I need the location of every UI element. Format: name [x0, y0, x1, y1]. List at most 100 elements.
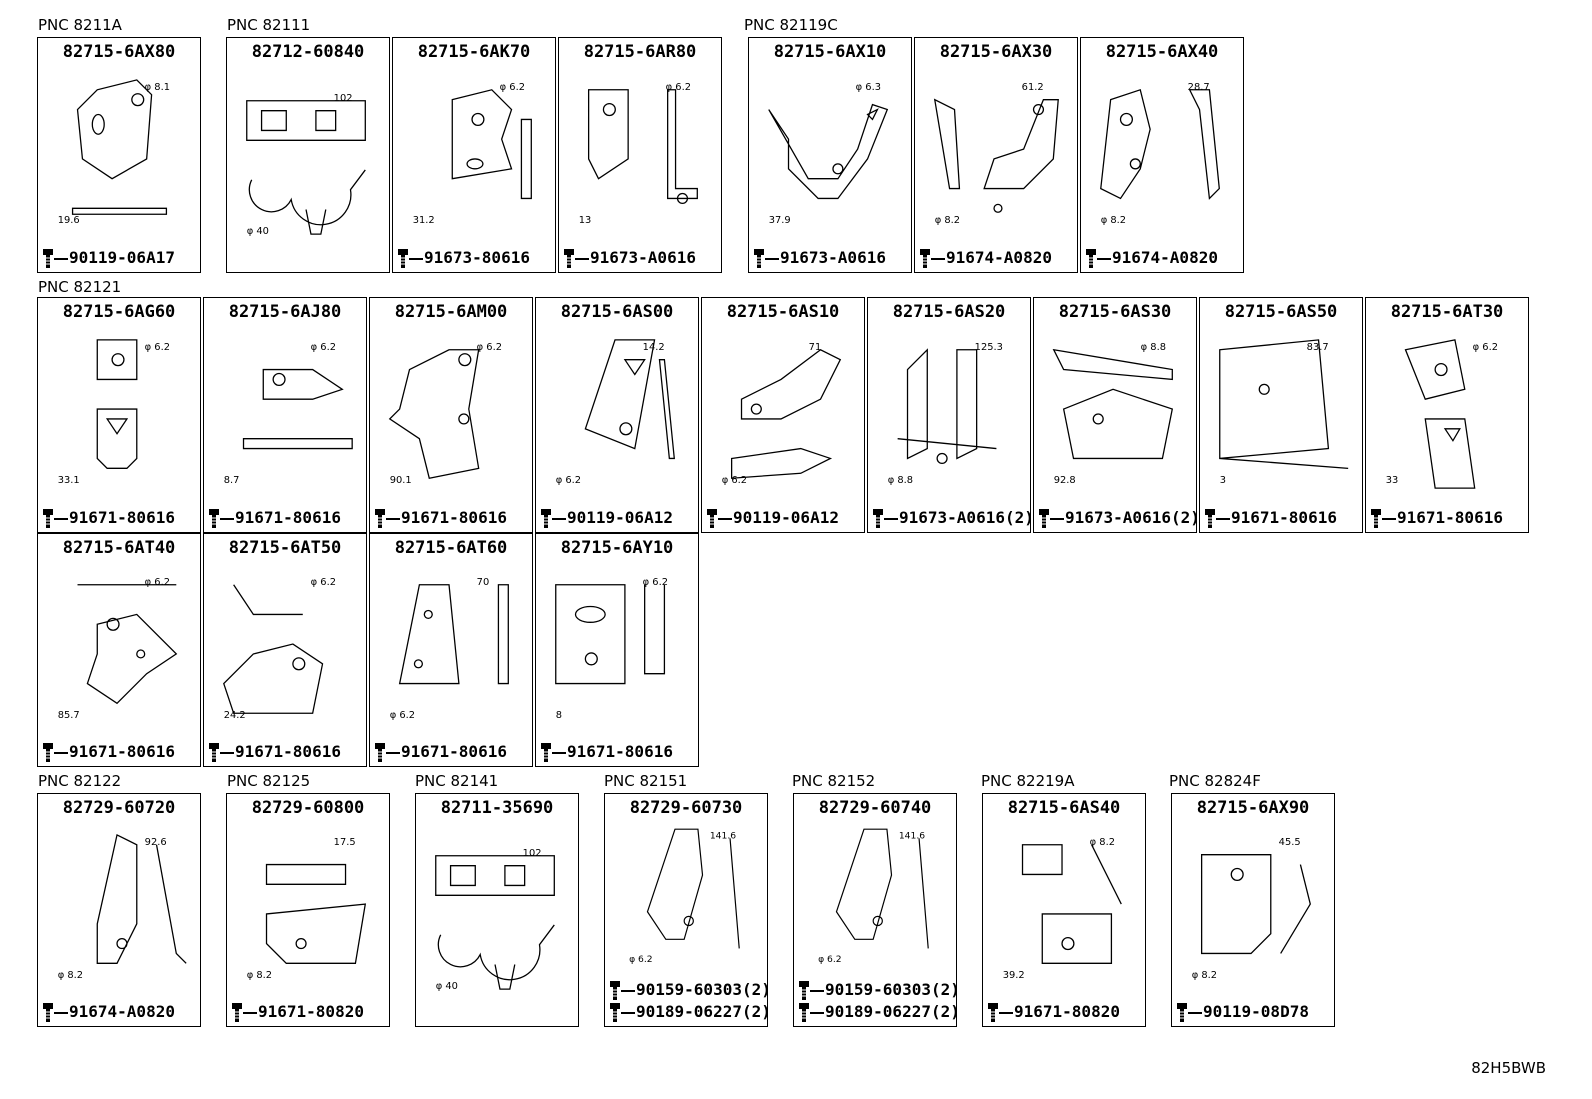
part-number[interactable]: 82715-6AS20	[892, 302, 1006, 322]
fastener-row[interactable]: 91673-A0616	[563, 247, 719, 269]
fastener-row[interactable]: 90119-08D78	[1176, 1001, 1332, 1023]
fastener-row[interactable]: 91674-A0820	[42, 1001, 198, 1023]
fastener-part-number[interactable]: 90159-60303(2)	[810, 980, 956, 1000]
fastener-part-number[interactable]: 91673-A0616(2)	[884, 508, 1030, 528]
part-number[interactable]: 82715-6AS50	[1224, 302, 1338, 322]
part-number[interactable]: 82712-60840	[251, 42, 365, 62]
part-number[interactable]: 82715-6AT30	[1390, 302, 1504, 322]
fastener-row[interactable]: 90189-06227(2)	[798, 1001, 956, 1023]
fastener-row[interactable]: 91671-80616	[374, 741, 530, 763]
fastener-row[interactable]: 91673-A0616(2)	[872, 507, 1030, 529]
fastener-part-number[interactable]: 91671-80616	[1382, 508, 1503, 528]
fastener-row[interactable]: 91671-80616	[374, 507, 530, 529]
fastener-part-number[interactable]: 91674-A0820	[931, 248, 1052, 268]
fastener-part-number[interactable]: 91671-80616	[54, 742, 175, 762]
part-number[interactable]: 82715-6AM00	[394, 302, 508, 322]
fastener-row[interactable]: 90119-06A17	[42, 247, 198, 269]
part-number[interactable]: 82729-60740	[818, 798, 932, 818]
fastener-row[interactable]: 90119-06A12	[706, 507, 862, 529]
fastener-part-number[interactable]: 91673-80616	[409, 248, 530, 268]
fastener-part-number[interactable]: 91671-80616	[386, 508, 507, 528]
fastener-row[interactable]: 91674-A0820	[1085, 247, 1241, 269]
part-number[interactable]: 82715-6AY10	[560, 538, 674, 558]
fastener-part-number[interactable]: 91674-A0820	[54, 1002, 175, 1022]
part-number[interactable]: 82715-6AX10	[773, 42, 887, 62]
part-number[interactable]: 82729-60800	[251, 798, 365, 818]
fastener-part-number[interactable]: 91671-80616	[386, 742, 507, 762]
fastener-part-number[interactable]: 90189-06227(2)	[810, 1002, 956, 1022]
part-number[interactable]: 82715-6AJ80	[228, 302, 342, 322]
fastener-part-number[interactable]: 90119-06A17	[54, 248, 175, 268]
fastener-part-number[interactable]: 91671-80820	[243, 1002, 364, 1022]
fastener-row[interactable]: 91671-80616	[1204, 507, 1360, 529]
fastener-part-number[interactable]: 90119-08D78	[1188, 1002, 1309, 1022]
fastener-part-number[interactable]: 90119-06A12	[552, 508, 673, 528]
fastener-row[interactable]: 91673-A0616(2)	[1038, 507, 1196, 529]
part-number[interactable]: 82715-6AS40	[1007, 798, 1121, 818]
part-number[interactable]: 82715-6AS30	[1058, 302, 1172, 322]
fastener-row[interactable]: 90159-60303(2)	[609, 979, 767, 1001]
fastener-row[interactable]: 91671-80616	[540, 741, 696, 763]
fastener-part-number[interactable]: 91673-A0616(2)	[1050, 508, 1196, 528]
fastener-part-number[interactable]: 91671-80820	[999, 1002, 1120, 1022]
part-number[interactable]: 82715-6AT50	[228, 538, 342, 558]
fastener-row[interactable]: 91671-80820	[231, 1001, 387, 1023]
part-number[interactable]: 82715-6AS00	[560, 302, 674, 322]
fastener-row[interactable]: 91674-A0820	[919, 247, 1075, 269]
fastener-row[interactable]: 91673-A0616	[753, 247, 909, 269]
part-number[interactable]: 82715-6AX80	[62, 42, 176, 62]
fastener-row[interactable]: 91671-80616	[1370, 507, 1526, 529]
part-number[interactable]: 82711-35690	[440, 798, 554, 818]
fastener-part-number[interactable]: 90119-06A12	[718, 508, 839, 528]
fastener-row[interactable]: 91671-80616	[42, 741, 198, 763]
fastener-row[interactable]: 91671-80616	[42, 507, 198, 529]
fastener-part-number[interactable]: 91671-80616	[54, 508, 175, 528]
fastener-part-number[interactable]: 91671-80616	[1216, 508, 1337, 528]
part-number[interactable]: 82715-6AX40	[1105, 42, 1219, 62]
part-number[interactable]: 82715-6AK70	[417, 42, 531, 62]
fastener-part-number[interactable]: 91673-A0616	[575, 248, 696, 268]
part-number[interactable]: 82715-6AX30	[939, 42, 1053, 62]
fastener-part-number[interactable]: 91671-80616	[552, 742, 673, 762]
fastener-part-number[interactable]: 91674-A0820	[1097, 248, 1218, 268]
fastener-row[interactable]: 90119-06A12	[540, 507, 696, 529]
part-number[interactable]: 82715-6AR80	[583, 42, 697, 62]
fastener-row[interactable]: 91671-80820	[987, 1001, 1143, 1023]
fastener-row[interactable]: 90159-60303(2)	[798, 979, 956, 1001]
part-number[interactable]: 82715-6AG60	[62, 302, 176, 322]
part-number[interactable]: 82715-6AT60	[394, 538, 508, 558]
fastener-row[interactable]: 90189-06227(2)	[609, 1001, 767, 1023]
fastener-row[interactable]: 91671-80616	[208, 507, 364, 529]
fastener-part-number[interactable]: 91673-A0616	[765, 248, 886, 268]
part-number[interactable]: 82715-6AT40	[62, 538, 176, 558]
fastener-row[interactable]: 91671-80616	[208, 741, 364, 763]
fastener-part-number[interactable]: 91671-80616	[220, 508, 341, 528]
fastener-part-number[interactable]: 90159-60303(2)	[621, 980, 767, 1000]
